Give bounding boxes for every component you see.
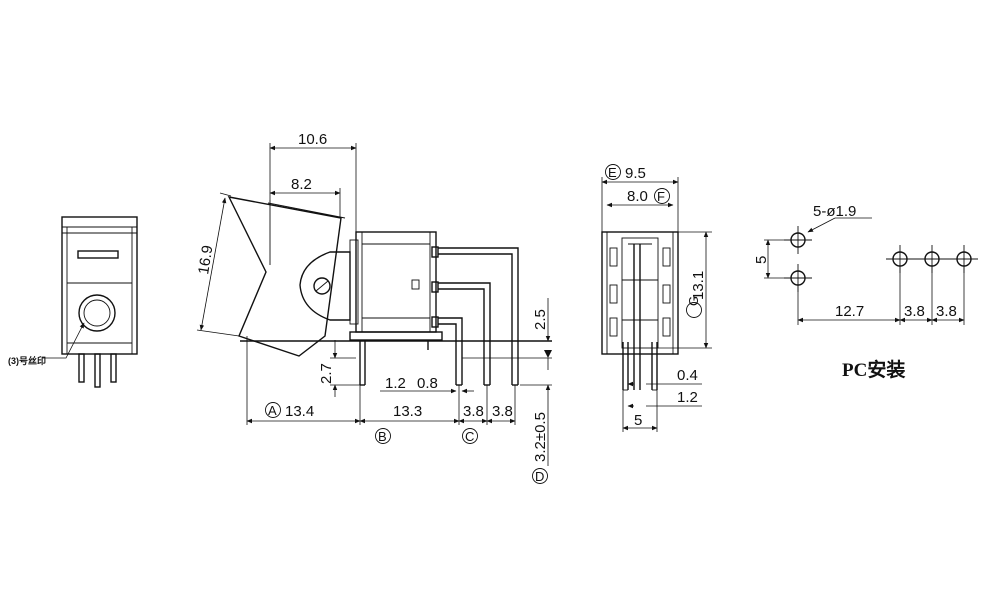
callout-a: A (268, 403, 277, 418)
dim-0-4: 0.4 (677, 367, 698, 384)
dim-13-3: 13.3 (393, 403, 422, 420)
dim-10-6: 10.6 (298, 131, 327, 148)
front-view: (3)号丝印 (8, 216, 138, 388)
dim-1-2-end: 1.2 (677, 389, 698, 406)
front-indicator-slot (77, 250, 119, 259)
terminal-lower (438, 317, 463, 385)
dim-0-8: 0.8 (417, 375, 438, 392)
callout-d: D (535, 469, 544, 484)
dim-16-9: 16.9 (195, 244, 216, 276)
dim-5-pc: 5 (753, 256, 770, 264)
rocker-actuator (227, 196, 342, 357)
dim-9-5: 9.5 (625, 165, 646, 182)
dim-12-7: 12.7 (835, 303, 864, 320)
dim-2-5: 2.5 (532, 309, 549, 330)
side-view: 10.6 8.2 16.9 2.5 2.7 1.2 0.8 (195, 131, 552, 484)
dim-3-8-b: 3.8 (492, 403, 513, 420)
pivot-screw (313, 277, 331, 295)
dim-3-8-pc-a: 3.8 (904, 303, 925, 320)
pivot-bracket (299, 251, 351, 321)
front-pin-right (110, 353, 117, 383)
dim-5-end: 5 (634, 412, 642, 429)
terminal-upper (438, 247, 519, 385)
dim-2-7: 2.7 (318, 363, 335, 384)
callout-b: B (378, 429, 387, 444)
pc-mounting-view: 5-ø1.9 5 12.7 3.8 3.8 PC安装 (753, 203, 978, 381)
front-body-outline (61, 216, 138, 355)
silk-print-label: (3)号丝印 (8, 355, 46, 366)
dim-13-4: 13.4 (285, 403, 314, 420)
terminal-middle (438, 282, 491, 385)
callout-e: E (608, 165, 617, 180)
dim-3-8-a: 3.8 (463, 403, 484, 420)
switch-housing (355, 231, 437, 333)
pc-mounting-title: PC安装 (842, 358, 905, 381)
front-pin-center (94, 353, 101, 388)
end-view: E 9.5 8.0 F 13.1 G 0.4 1.2 5 (601, 164, 712, 432)
callout-f: F (657, 189, 665, 204)
front-button-circle (78, 294, 116, 332)
dim-13-1: 13.1 (690, 271, 707, 300)
dim-8-0: 8.0 (627, 188, 648, 205)
dim-hole-spec: 5-ø1.9 (813, 203, 856, 220)
callout-g: G (686, 296, 701, 306)
dim-3-2-tol: 3.2±0.5 (532, 412, 549, 462)
dim-3-8-pc-b: 3.8 (936, 303, 957, 320)
silk-print-leader (42, 322, 85, 359)
dim-8-2: 8.2 (291, 176, 312, 193)
front-pin-left (78, 353, 85, 383)
callout-c: C (465, 429, 474, 444)
dim-1-2-side: 1.2 (385, 375, 406, 392)
